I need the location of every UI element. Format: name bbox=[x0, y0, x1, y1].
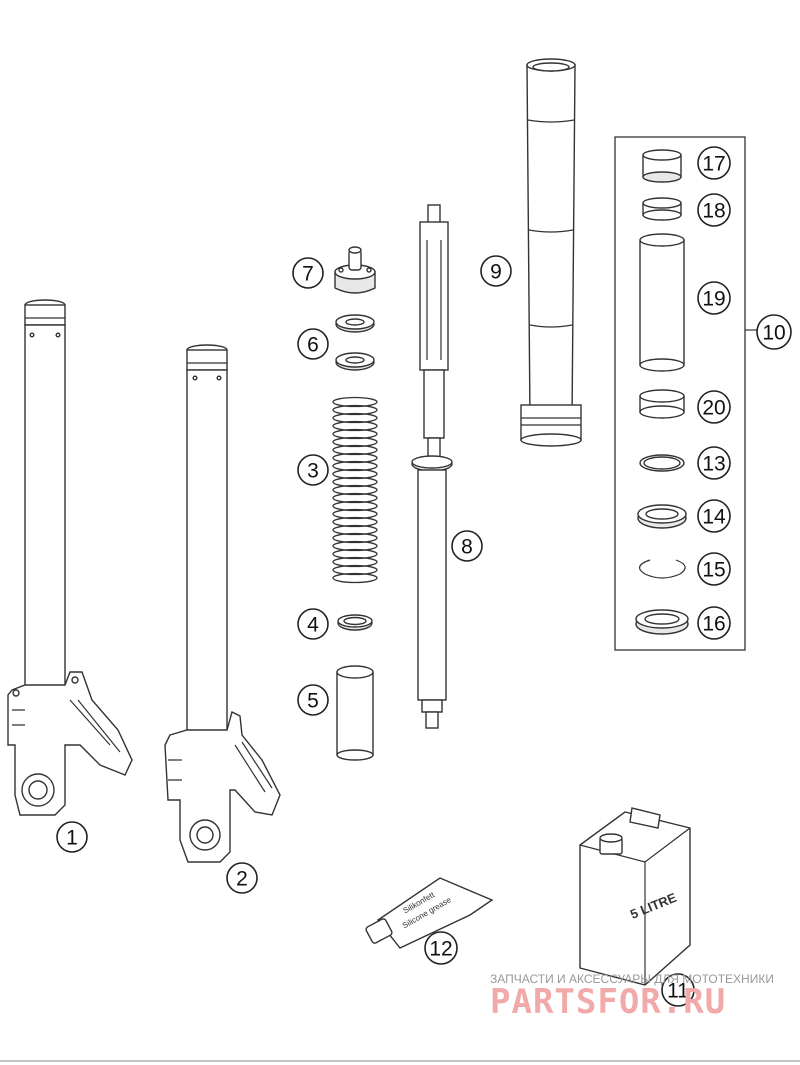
svg-text:7: 7 bbox=[302, 263, 314, 286]
spring-coil bbox=[332, 508, 378, 520]
callout-3: 3 bbox=[297, 454, 329, 486]
spring-coil bbox=[332, 572, 378, 584]
spring-coil bbox=[332, 460, 378, 472]
callout-layer: 1 2 3 4 5 6 7 8 9 10 11 12 13 14 15 16 1… bbox=[56, 146, 792, 1007]
callout-6: 6 bbox=[297, 328, 329, 360]
svg-text:8: 8 bbox=[461, 536, 473, 559]
spring-coil bbox=[332, 404, 378, 416]
svg-text:14: 14 bbox=[702, 506, 726, 529]
spring-coil bbox=[332, 532, 378, 544]
watermark-caption: ЗАПЧАСТИ И АКСЕССУАРЫ ДЛЯ МОТОТЕХНИКИ bbox=[490, 972, 774, 986]
oil-seal bbox=[637, 504, 687, 529]
spring-coil bbox=[332, 452, 378, 464]
callout-13: 13 bbox=[697, 446, 731, 480]
spring-coil bbox=[332, 524, 378, 536]
svg-text:17: 17 bbox=[702, 153, 725, 176]
guide-bushing-bottom bbox=[639, 389, 685, 419]
spring-coil bbox=[332, 484, 378, 496]
callout-9: 9 bbox=[480, 255, 512, 287]
dust-seal bbox=[635, 609, 689, 635]
spring-coil bbox=[332, 444, 378, 456]
callout-17: 17 bbox=[697, 146, 731, 180]
svg-text:2: 2 bbox=[236, 868, 248, 891]
inner-fork-tube bbox=[520, 58, 582, 447]
callout-19: 19 bbox=[697, 281, 731, 315]
svg-text:5: 5 bbox=[307, 690, 319, 713]
callout-15: 15 bbox=[697, 552, 731, 586]
callout-10: 10 bbox=[756, 314, 792, 350]
oil-can: 5 LITRE bbox=[579, 807, 691, 986]
svg-text:19: 19 bbox=[702, 288, 725, 311]
spring-coil bbox=[332, 428, 378, 440]
callout-5: 5 bbox=[297, 684, 329, 716]
svg-text:12: 12 bbox=[429, 938, 452, 961]
fork-leg-left bbox=[7, 299, 133, 816]
callout-2: 2 bbox=[226, 862, 258, 894]
spring-coil bbox=[332, 396, 378, 408]
svg-text:18: 18 bbox=[702, 200, 725, 223]
guide-ring bbox=[642, 197, 682, 221]
watermark: ЗАПЧАСТИ И АКСЕССУАРЫ ДЛЯ МОТОТЕХНИКИ PA… bbox=[490, 972, 774, 1022]
fork-spring bbox=[332, 396, 378, 584]
callout-8: 8 bbox=[451, 530, 483, 562]
svg-text:9: 9 bbox=[490, 261, 502, 284]
svg-text:16: 16 bbox=[702, 613, 725, 636]
circlip bbox=[639, 559, 686, 579]
spring-coil bbox=[332, 564, 378, 576]
callout-20: 20 bbox=[697, 390, 731, 424]
seal-kit-box bbox=[614, 136, 758, 651]
sleeve-tube bbox=[639, 233, 685, 372]
grease-tube: Silikonfett Silicone grease bbox=[365, 877, 494, 949]
spring-coil bbox=[332, 492, 378, 504]
watermark-logo: PARTSFOR.RU bbox=[490, 982, 726, 1022]
o-ring bbox=[639, 454, 685, 472]
fork-leg-right bbox=[164, 344, 281, 863]
spring-coil bbox=[332, 468, 378, 480]
callout-12: 12 bbox=[424, 931, 458, 965]
svg-text:20: 20 bbox=[702, 397, 725, 420]
svg-text:3: 3 bbox=[307, 460, 319, 483]
spring-coil bbox=[332, 500, 378, 512]
svg-text:6: 6 bbox=[307, 334, 319, 357]
spring-coil bbox=[332, 436, 378, 448]
spring-coil bbox=[332, 516, 378, 528]
callout-16: 16 bbox=[697, 606, 731, 640]
svg-text:15: 15 bbox=[702, 559, 725, 582]
callout-18: 18 bbox=[697, 193, 731, 227]
callout-1: 1 bbox=[56, 821, 88, 853]
spring-coil bbox=[332, 412, 378, 424]
callout-4: 4 bbox=[297, 608, 329, 640]
spring-washers bbox=[335, 314, 375, 371]
guide-bushing-top bbox=[642, 149, 682, 183]
callout-7: 7 bbox=[292, 257, 324, 289]
svg-text:13: 13 bbox=[702, 453, 725, 476]
svg-text:1: 1 bbox=[66, 827, 78, 850]
spring-coil bbox=[332, 556, 378, 568]
fork-cap-adjuster bbox=[334, 246, 376, 294]
svg-text:10: 10 bbox=[762, 322, 785, 345]
washer bbox=[337, 614, 373, 631]
spring-coil bbox=[332, 420, 378, 432]
spacer-tube bbox=[336, 665, 374, 761]
damper-cartridge bbox=[411, 204, 453, 729]
callout-11: 11 bbox=[661, 973, 695, 1007]
spring-coil bbox=[332, 476, 378, 488]
svg-text:4: 4 bbox=[307, 614, 319, 637]
callout-14: 14 bbox=[697, 499, 731, 533]
spring-coil bbox=[332, 540, 378, 552]
spring-coil bbox=[332, 548, 378, 560]
svg-text:11: 11 bbox=[667, 980, 689, 1003]
